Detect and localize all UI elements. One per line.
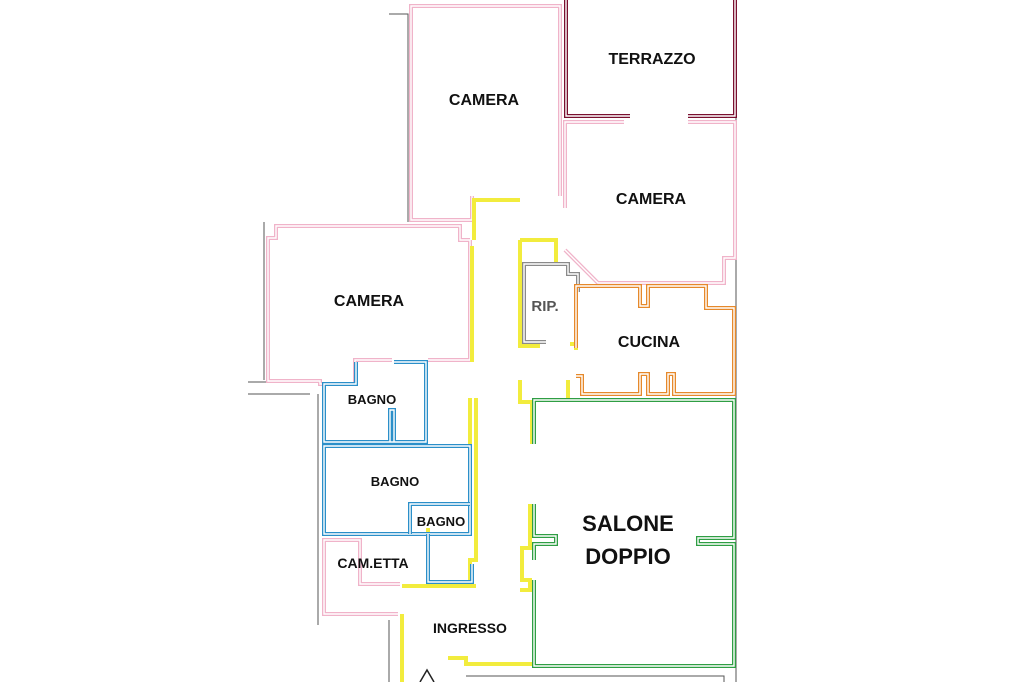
salone-room bbox=[532, 398, 736, 668]
camera-top-room bbox=[409, 4, 562, 222]
label-cameretta: CAM.ETTA bbox=[337, 555, 408, 571]
label-camera-top: CAMERA bbox=[449, 92, 520, 109]
corridor-walls bbox=[400, 198, 578, 682]
label-cucina: CUCINA bbox=[618, 334, 681, 351]
camera-right-room bbox=[563, 120, 737, 285]
cameretta-room bbox=[322, 538, 400, 616]
ripostiglio-room bbox=[522, 262, 580, 344]
entrance-arrow-icon bbox=[419, 668, 435, 682]
label-camera-right: CAMERA bbox=[616, 191, 687, 208]
label-bagno-3: BAGNO bbox=[417, 514, 465, 529]
label-camera-left: CAMERA bbox=[334, 293, 405, 310]
cucina-room bbox=[574, 284, 736, 396]
label-salone-line1: SALONE bbox=[582, 511, 674, 536]
label-bagno-1: BAGNO bbox=[348, 392, 396, 407]
label-bagno-2: BAGNO bbox=[371, 474, 419, 489]
bagno-rooms bbox=[322, 360, 474, 584]
label-salone-line2: DOPPIO bbox=[585, 544, 671, 569]
label-ripostiglio: RIP. bbox=[531, 298, 558, 315]
label-ingresso: INGRESSO bbox=[433, 620, 507, 636]
terrazzo-room bbox=[564, 0, 737, 118]
label-terrazzo: TERRAZZO bbox=[608, 51, 695, 68]
